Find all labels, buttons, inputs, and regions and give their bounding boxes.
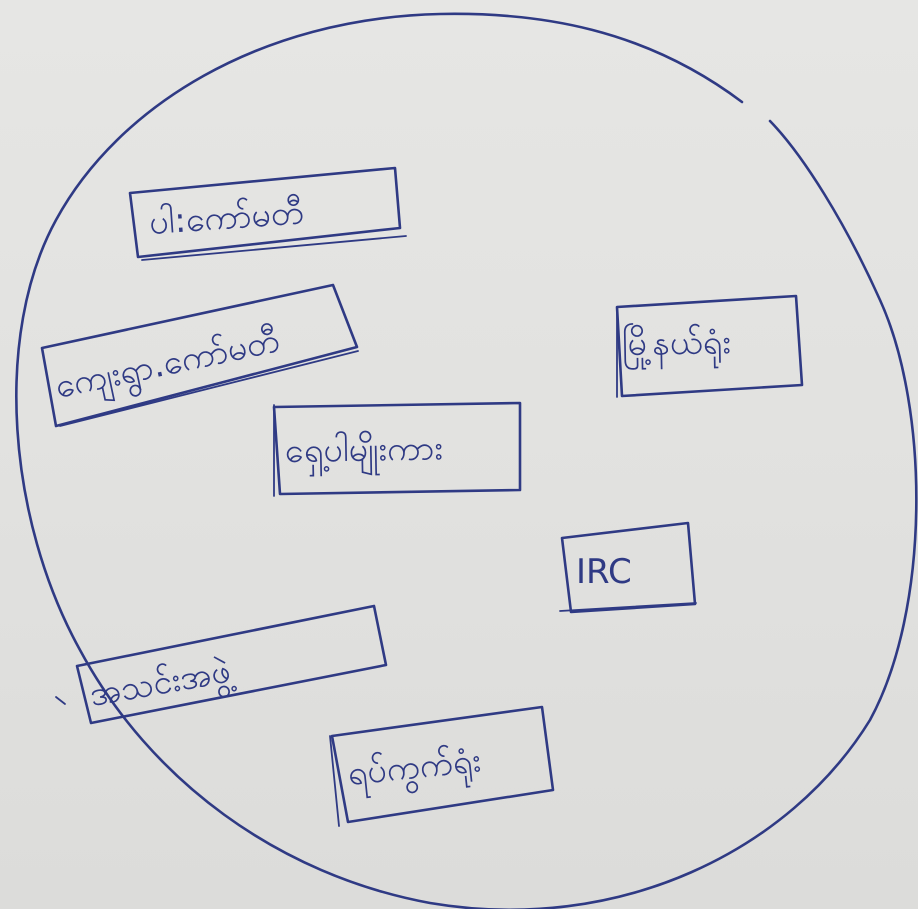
label-box-bottom: ရပ်ကွက်ရုံး <box>329 705 555 827</box>
label-box-top-left: ပါ:ကော်မတီ <box>128 166 407 261</box>
label-box-bottom-left: အသင်းအဖွဲ့ <box>55 604 388 725</box>
label-irc: IRC <box>576 552 632 592</box>
label-center: ရှေ့ပါမျိုးကား <box>284 428 443 477</box>
label-box-irc: IRC <box>559 521 697 614</box>
label-box-center: ရှေ့ပါမျိုးကား <box>272 401 522 497</box>
label-box-left-middle: ကျေးရွာ.ကော်မတီ <box>40 283 359 428</box>
label-box-right: မြို့နယ်ရုံး <box>615 294 804 398</box>
label-bottom: ရပ်ကွက်ရုံး <box>346 740 484 800</box>
outer-circle <box>15 12 918 909</box>
label-top-left: ပါ:ကော်မတီ <box>148 192 305 243</box>
label-right: မြို့နယ်ရုံး <box>621 322 731 370</box>
